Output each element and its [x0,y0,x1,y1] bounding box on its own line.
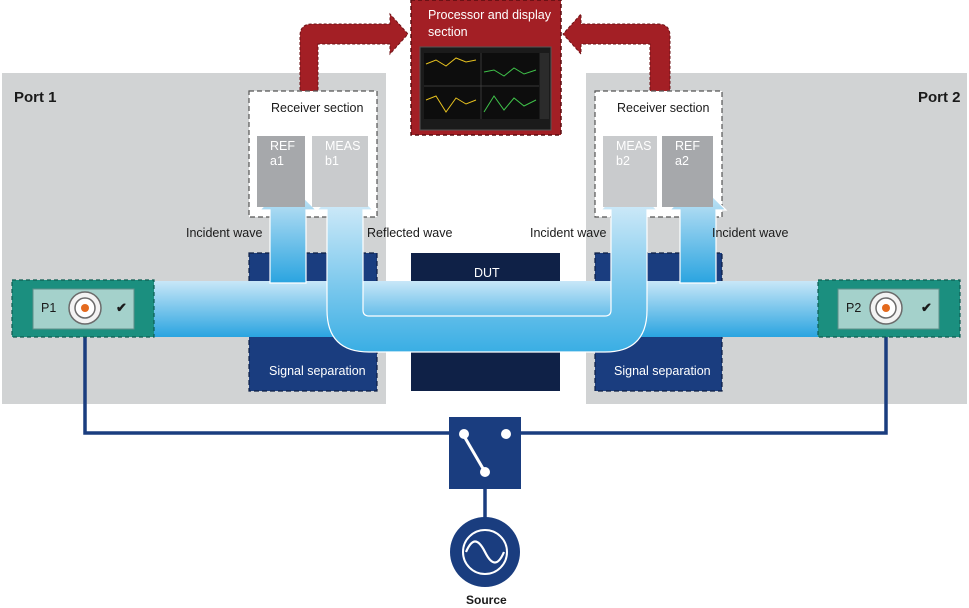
receiver-ref-a2-bottom: a2 [675,154,689,168]
signal-separation-right-label: Signal separation [614,364,711,378]
port2-title: Port 2 [918,89,961,106]
receiver-ref-a1-bottom: a1 [270,154,284,168]
processor-label: Processor and display section [428,7,551,41]
port2-check-icon: ✔ [921,300,932,315]
port2-connector-label: P2 [846,301,862,315]
source-label: Source [466,593,507,607]
switch-block [449,417,521,489]
receiver-ref-a2-top: REF [675,139,700,153]
receiver-meas-b2-top: MEAS [616,139,652,153]
port1-connector-icon [68,291,102,325]
port1-check-icon: ✔ [116,300,127,315]
receiver-ref-a1-top: REF [270,139,295,153]
processor-label-line2: section [428,25,468,39]
receiver-meas-b1: MEAS b1 [312,136,368,207]
receiver-meas-b1-top: MEAS [325,139,361,153]
receiver-section-left-title: Receiver section [271,101,364,115]
receiver-ref-a2: REF a2 [662,136,713,207]
switch-icon [459,429,511,477]
sine-wave-icon [462,529,508,575]
incident-wave-label-left: Incident wave [186,226,263,240]
dut-label: DUT [474,266,500,280]
left-data-arrow [299,12,409,101]
source-wire [83,336,449,435]
receiver-section-right-title: Receiver section [617,101,710,115]
receiver-meas-b1-bottom: b1 [325,154,339,168]
signal-separation-left-label: Signal separation [269,364,366,378]
reflected-wave-label: Reflected wave [367,226,453,240]
source-wire-right [521,336,888,435]
port1-connector-label: P1 [41,301,57,315]
analyzer-screen-icon [419,46,552,131]
receiver-ref-a1: REF a1 [257,136,305,207]
receiver-meas-b2-bottom: b2 [616,154,630,168]
right-data-arrow [562,12,671,101]
incident-wave-label-mid: Incident wave [530,226,607,240]
port1-title: Port 1 [14,89,57,106]
receiver-meas-b2: MEAS b2 [603,136,657,207]
incident-wave-label-right: Incident wave [712,226,789,240]
port2-connector-icon [869,291,903,325]
processor-label-line1: Processor and display [428,8,551,22]
